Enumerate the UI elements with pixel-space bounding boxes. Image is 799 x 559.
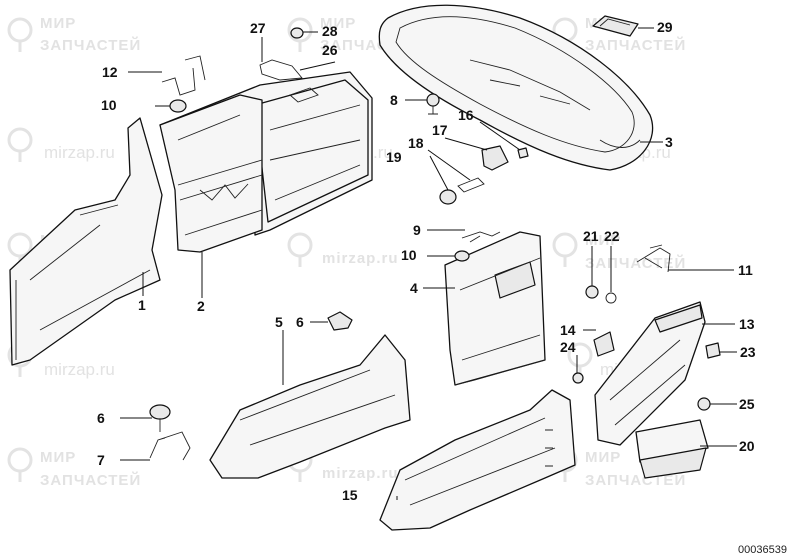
callout-5: 5 <box>275 314 283 330</box>
callout-19: 19 <box>386 149 402 165</box>
part-25-grommet <box>697 397 711 411</box>
callout-4: 4 <box>410 280 418 296</box>
part-27-bracket <box>259 59 303 81</box>
callout-26: 26 <box>322 42 338 58</box>
watermark-site: mirzap.ru <box>44 360 115 379</box>
watermark-brand-line1: МИР <box>320 15 356 32</box>
callout-23: 23 <box>740 344 756 360</box>
callout-7: 7 <box>97 452 105 468</box>
part-15-right-lower-lining <box>379 389 576 531</box>
watermark-brand-line2: ЗАПЧАСТЕЙ <box>40 36 141 54</box>
part-5-left-lower-lining <box>209 334 411 479</box>
callout-3: 3 <box>665 134 673 150</box>
watermark-brand-line2: ЗАПЧАСТЕЙ <box>585 254 686 272</box>
watermark-logo-icon <box>7 17 33 52</box>
watermark-brand-line2: ЗАПЧАСТЕЙ <box>585 36 686 54</box>
watermark-site: mirzap.ru <box>44 143 115 162</box>
part-17-latch <box>481 145 509 171</box>
watermark-site: mirzap.ru <box>322 250 399 267</box>
part-3-trunk-lid-lining <box>378 4 654 171</box>
watermark-logo-icon <box>7 127 33 162</box>
part-1-left-side-lining <box>9 117 163 366</box>
watermark-site: mirzap.ru <box>322 465 399 482</box>
callout-1: 1 <box>138 297 146 313</box>
watermark-logo-icon <box>287 17 313 52</box>
callout-8: 8 <box>390 92 398 108</box>
part-21-screw <box>585 285 599 299</box>
part-9-bracket <box>461 231 501 243</box>
callout-10-lower: 10 <box>401 247 417 263</box>
callout-17: 17 <box>432 122 448 138</box>
callout-15: 15 <box>342 487 358 503</box>
part-14-clip <box>593 331 615 357</box>
leader-lines <box>120 27 737 500</box>
watermark-brand-line2: ЗАПЧАСТЕЙ <box>40 471 141 489</box>
callout-11: 11 <box>738 262 753 278</box>
watermark-brand-line1: МИР <box>585 232 621 249</box>
part-19-cap <box>439 189 457 205</box>
part-2-trunk-wall <box>159 94 263 253</box>
callout-9: 9 <box>413 222 421 238</box>
part-6-clip-lower <box>149 404 171 432</box>
part-24-screw <box>572 372 584 384</box>
part-22-washer <box>605 292 617 304</box>
part-10-grommet-upper <box>169 99 187 113</box>
part-10-grommet-lower <box>454 250 470 262</box>
part-11-bracket <box>636 244 671 273</box>
callout-29: 29 <box>657 19 673 35</box>
watermark-logo-icon <box>7 447 33 482</box>
callout-24: 24 <box>560 339 576 355</box>
part-12-cable-bracket <box>161 55 206 96</box>
callout-27: 27 <box>250 20 266 36</box>
callout-10-upper: 10 <box>101 97 117 113</box>
callout-18: 18 <box>408 135 424 151</box>
callout-13: 13 <box>739 316 755 332</box>
watermark-logo-icon <box>287 232 313 267</box>
part-18-screw <box>457 177 485 193</box>
part-13-bracket <box>594 301 706 446</box>
callout-21: 21 <box>583 228 599 244</box>
part-8-clip <box>426 93 440 115</box>
callout-6-upper: 6 <box>296 314 304 330</box>
callout-28: 28 <box>322 23 338 39</box>
callout-6-lower: 6 <box>97 410 105 426</box>
part-28-plug <box>290 27 304 39</box>
callout-20: 20 <box>739 438 755 454</box>
callout-25: 25 <box>739 396 755 412</box>
watermark-brand-line1: МИР <box>40 15 76 32</box>
part-4-center-box <box>444 231 546 386</box>
watermark-brand-line1: МИР <box>40 449 76 466</box>
watermark-brand-line1: МИР <box>585 449 621 466</box>
callout-22: 22 <box>604 228 620 244</box>
callout-16: 16 <box>458 107 474 123</box>
part-16-clip <box>517 147 529 159</box>
part-6-clip-upper <box>327 311 353 331</box>
part-7-clamp <box>149 431 191 461</box>
part-23-clip <box>705 342 721 359</box>
document-number: 00036539 <box>738 544 787 556</box>
part-29-lamp <box>592 15 639 37</box>
callout-14: 14 <box>560 322 576 338</box>
callout-2: 2 <box>197 298 205 314</box>
watermark-logo-icon <box>552 232 578 267</box>
callouts: 1 2 3 4 5 6 6 7 8 9 10 10 11 12 13 14 15… <box>97 19 756 503</box>
callout-12: 12 <box>102 64 118 80</box>
part-20-tray <box>635 419 709 479</box>
